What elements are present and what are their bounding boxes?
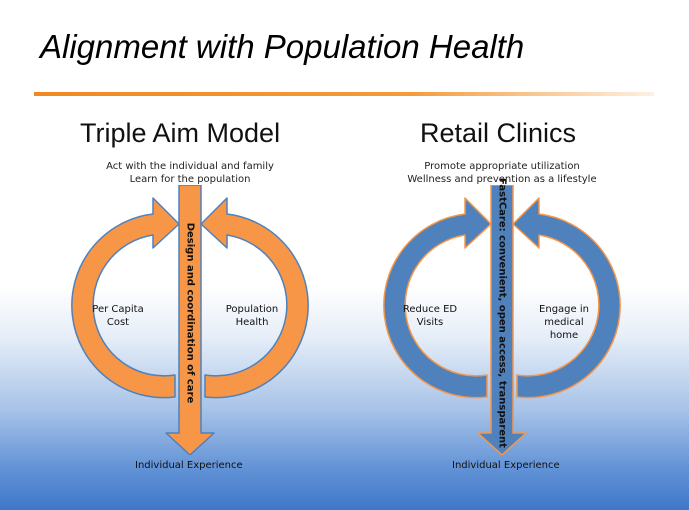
engage-medical-home-label: Engage in medical home — [539, 304, 589, 341]
title-divider — [34, 92, 654, 96]
triple-aim-individual-experience: Individual Experience — [135, 460, 243, 471]
triple-aim-subtitle-line2: Learn for the population — [129, 174, 251, 185]
center-down-arrow — [165, 185, 215, 455]
per-capita-arc-arrow — [71, 197, 180, 399]
population-health-arc-arrow — [200, 197, 309, 399]
retail-clinics-subtitle: Promote appropriate utilization Wellness… — [402, 160, 602, 186]
retail-clinics-subtitle-line1: Promote appropriate utilization — [424, 161, 580, 172]
per-capita-cost-label: Per Capita Cost — [92, 304, 144, 328]
retail-clinics-subtitle-line2: Wellness and prevention as a lifestyle — [407, 174, 597, 185]
reduce-ed-arc-arrow — [383, 197, 492, 399]
fastcare-text: FastCare: convenient, open access, trans… — [496, 178, 508, 448]
triple-aim-subtitle: Act with the individual and family Learn… — [90, 160, 290, 186]
triple-aim-title: Triple Aim Model — [80, 118, 281, 148]
triple-aim-subtitle-line1: Act with the individual and family — [106, 161, 274, 172]
population-health-label: Population Health — [225, 304, 279, 328]
retail-clinics-individual-experience: Individual Experience — [452, 460, 560, 471]
retail-clinics-diagram: Reduce ED Visits Engage in medical home … — [367, 178, 637, 455]
triple-aim-diagram: Per Capita Cost Population Health Design… — [55, 185, 325, 455]
medical-home-arc-arrow — [512, 197, 621, 399]
center-down-arrow — [477, 185, 527, 455]
design-coordination-text: Design and coordination of care — [184, 222, 196, 404]
triple-aim-cycle-graphic — [71, 185, 309, 455]
reduce-ed-visits-label: Reduce ED Visits — [402, 304, 458, 328]
retail-clinics-title: Retail Clinics — [420, 118, 577, 148]
retail-clinics-cycle-graphic — [383, 185, 621, 455]
slide-title: Alignment with Population Health — [40, 28, 525, 65]
